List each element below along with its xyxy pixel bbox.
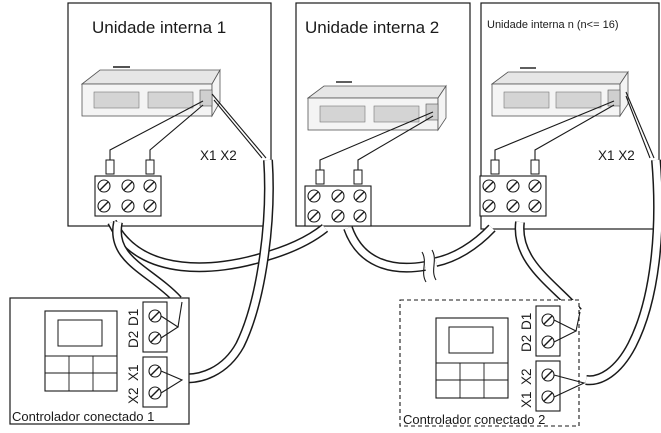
controller-2-x2-label: X2 — [519, 368, 534, 385]
controller-1-x1-label: X1 — [126, 364, 141, 381]
cable-unit1-x-to-controller1-x — [181, 159, 274, 384]
cable-unitn-x-to-controller2-x — [585, 159, 661, 386]
bus-cable-unit1-unit2 — [107, 219, 329, 273]
unit-1-terminal-block — [94, 159, 162, 217]
controller-1-d1-label: D1 — [126, 309, 141, 326]
controller-1-terminals — [142, 301, 184, 408]
controller-2-d1-label: D1 — [519, 313, 534, 330]
controller-1-caption: Controlador conectado 1 — [12, 409, 154, 424]
duct-unit-1-image — [80, 66, 221, 118]
cable-unit1-to-controller1-d — [111, 220, 182, 304]
controller-1-wired-remote — [44, 310, 118, 392]
controller-2-x1-label: X1 — [519, 391, 534, 408]
unit-n-x1-x2-label: X1 X2 — [598, 148, 635, 163]
controller-1-x2-label: X2 — [126, 387, 141, 404]
unit-2-title: Unidade interna 2 — [305, 18, 439, 37]
unit-1-title: Unidade interna 1 — [92, 18, 226, 37]
controller-1-d2-label: D2 — [126, 331, 141, 348]
controller-2-wired-remote — [435, 317, 509, 399]
bus-cable-unit2-break — [343, 224, 496, 283]
controller-2-caption: Controlador conectado 2 — [403, 412, 545, 427]
unit-1-x1-x2-label: X1 X2 — [200, 148, 237, 163]
controller-2-terminals — [535, 305, 586, 412]
x1-x2-leader-lines — [211, 91, 655, 159]
cable-unitn-to-controller2-d — [514, 221, 582, 316]
unit-n-title: Unidade interna n (n<= 16) — [487, 19, 618, 31]
duct-unit-n-image — [490, 67, 629, 118]
unit-2-terminal-block — [304, 169, 372, 227]
unit-n-terminal-block — [479, 159, 547, 217]
duct-unit-2-image — [306, 81, 447, 132]
controller-2-d2-label: D2 — [519, 335, 534, 352]
